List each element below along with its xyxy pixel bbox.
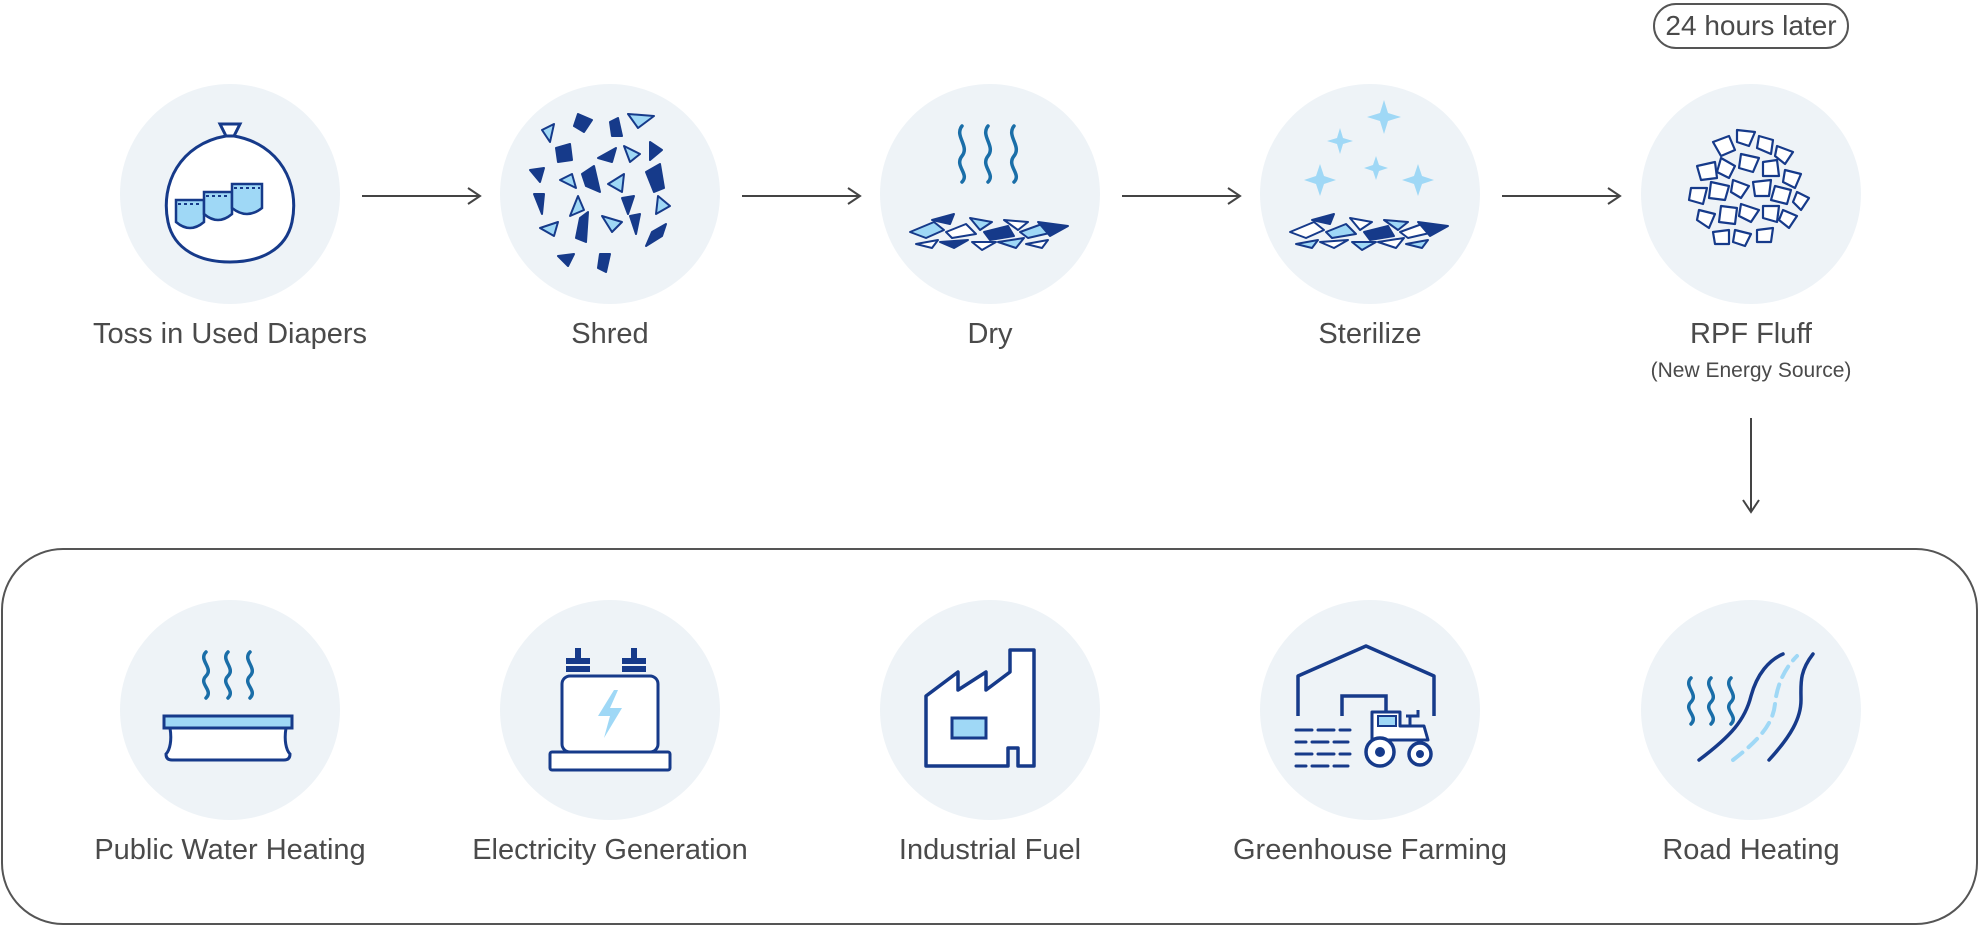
uses-panel [1,548,1978,925]
shredded-fragments-icon [529,113,671,273]
timing-badge: 24 hours later [1653,3,1849,49]
step-circle-toss [120,84,340,304]
step-label-rpf: RPF Fluff [1690,318,1812,350]
step-label-shred: Shred [571,318,649,350]
use-circle-electricity [500,600,720,820]
use-circle-road-heating [1641,600,1861,820]
greenhouse-tractor-icon [1294,644,1436,768]
step-circle-shred [500,84,720,304]
factory-icon [924,648,1036,768]
use-label-water-heating: Public Water Heating [94,834,366,866]
use-label-road-heating: Road Heating [1662,834,1840,866]
use-label-industrial: Industrial Fuel [898,834,1082,866]
step-label-sterilize: Sterilize [1318,318,1422,350]
flow-arrow-1 [362,187,482,205]
step-label-dry: Dry [967,318,1013,350]
drying-steam-icon [909,124,1069,251]
flow-arrow-4 [1502,187,1622,205]
use-circle-greenhouse [1260,600,1480,820]
step-sublabel-rpf: (New Energy Source) [1650,359,1852,382]
rpf-fluff-icon [1687,128,1811,248]
flow-arrow-down [1742,418,1760,514]
sterilize-sparkle-icon [1289,100,1449,251]
flow-arrow-3 [1122,187,1242,205]
hot-bath-icon [162,650,294,762]
use-circle-industrial [880,600,1100,820]
heated-road-icon [1687,652,1815,762]
use-circle-water-heating [120,600,340,820]
step-circle-sterilize [1260,84,1480,304]
use-label-greenhouse: Greenhouse Farming [1232,834,1508,866]
diaper-bag-icon [164,122,296,264]
use-label-electricity: Electricity Generation [472,834,748,866]
step-label-toss: Toss in Used Diapers [93,318,367,350]
flow-arrow-2 [742,187,862,205]
step-circle-dry [880,84,1100,304]
battery-lightning-icon [548,648,672,772]
step-circle-rpf [1641,84,1861,304]
